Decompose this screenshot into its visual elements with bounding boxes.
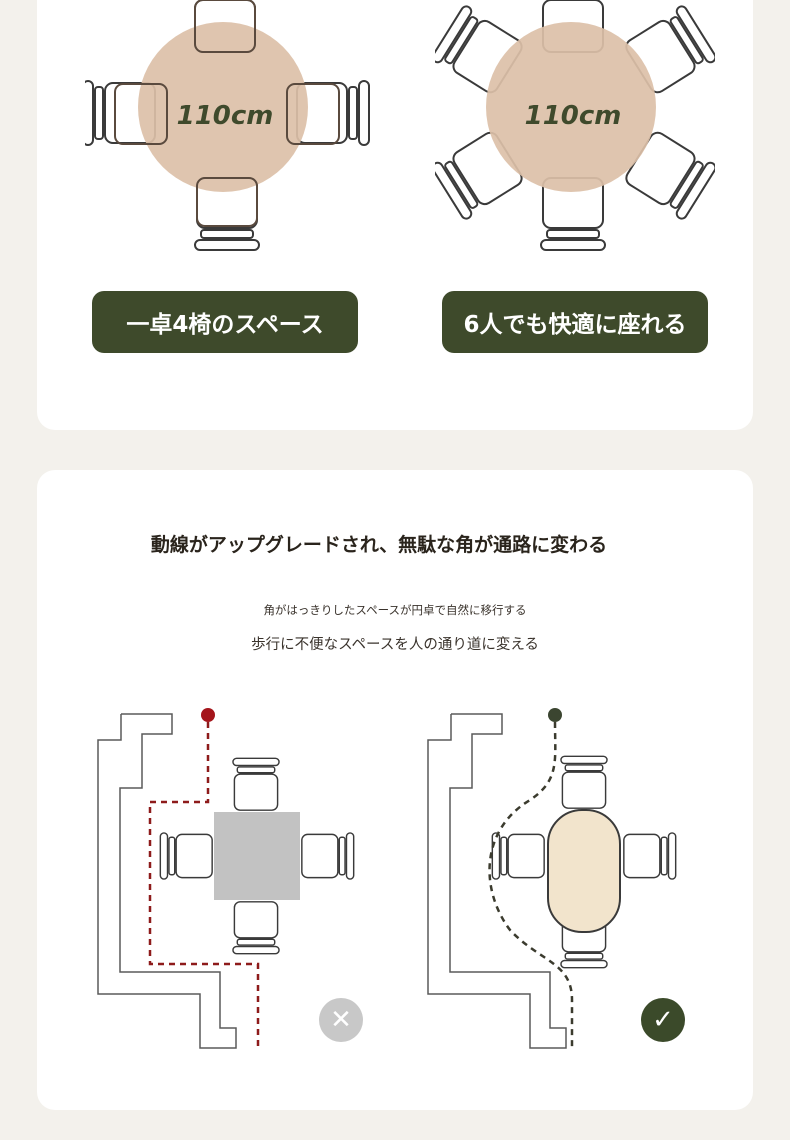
oval-table-floorplan	[427, 708, 677, 1049]
x-icon: ✕	[319, 998, 363, 1042]
bottom-card	[37, 470, 753, 1110]
six-seat-comfort-label: 6人でも快適に座れる	[442, 291, 708, 353]
four-seat-space-label: 一卓4椅のスペース	[92, 291, 358, 353]
table-size-label: 110cm	[525, 101, 622, 131]
section-heading: 動線がアップグレードされ、無駄な角が通路に変わる	[150, 534, 608, 556]
check-icon: ✓	[641, 998, 685, 1042]
table-size-label: 110cm	[177, 101, 274, 131]
section-subtitle-small: 角がはっきりしたスペースが円卓で自然に移行する	[263, 603, 527, 617]
round-table-4-chairs-diagram: 110cm	[85, 0, 370, 251]
square-table-floorplan	[97, 708, 355, 1049]
round-table-6-chairs-diagram: 110cm	[435, 0, 715, 251]
section-subtitle: 歩行に不便なスペースを人の通り道に変える	[251, 637, 539, 653]
